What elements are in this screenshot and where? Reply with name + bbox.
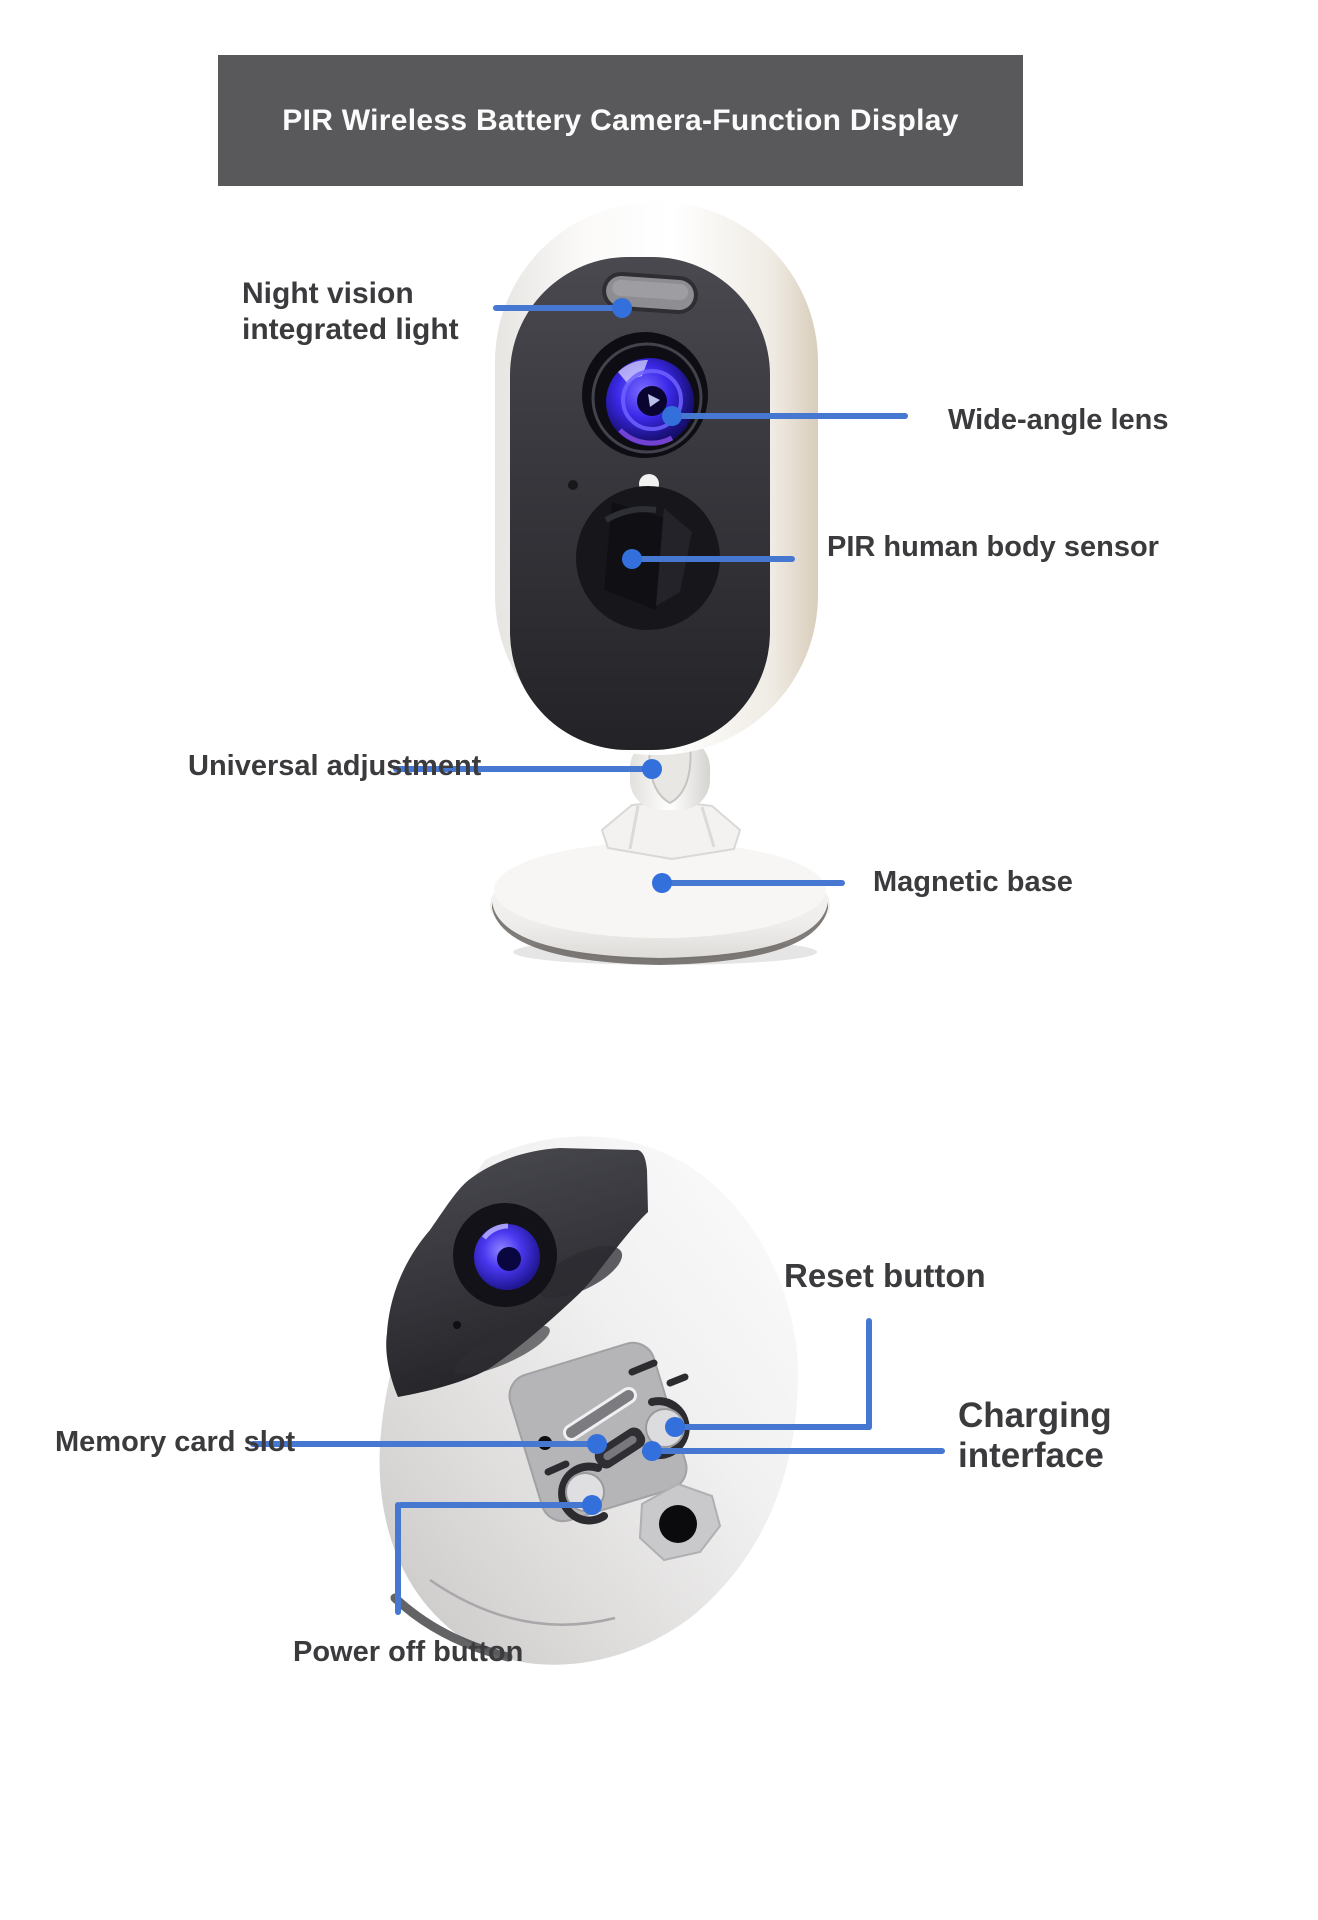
leader-dot-reset	[665, 1417, 685, 1437]
camera-bottom-photo	[379, 1136, 798, 1665]
leader-line-memory	[250, 1441, 597, 1447]
leader-line-night-vision	[493, 305, 623, 311]
leader-dot-memory	[587, 1434, 607, 1454]
label-pir-sensor: PIR human body sensor	[827, 531, 1159, 563]
leader-dot-wide-angle	[662, 406, 682, 426]
mount-collar	[601, 800, 741, 860]
label-universal-adjustment: Universal adjustment	[188, 750, 482, 782]
camera-front-photo	[490, 202, 830, 965]
leader-line-pir-sensor	[632, 556, 795, 562]
label-night-vision-line2: integrated light	[242, 313, 459, 346]
leader-line-magnetic	[660, 880, 845, 886]
leader-line-reset-vertical	[866, 1318, 872, 1430]
leader-line-power-vertical	[395, 1502, 401, 1615]
leader-line-universal	[393, 766, 655, 772]
label-power-off-button: Power off button	[293, 1636, 524, 1668]
title-banner: PIR Wireless Battery Camera-Function Dis…	[218, 55, 1023, 186]
bottom-edge-shadow	[390, 1593, 513, 1662]
wide-angle-lens	[582, 332, 708, 458]
leader-line-wide-angle	[672, 413, 908, 419]
leader-dot-pir-sensor	[622, 549, 642, 569]
banner-title: PIR Wireless Battery Camera-Function Dis…	[282, 103, 959, 137]
leader-dot-charging	[642, 1441, 662, 1461]
leader-line-power-horizontal	[398, 1502, 592, 1508]
label-memory-card-slot: Memory card slot	[55, 1426, 296, 1458]
memory-card-slot	[562, 1386, 638, 1442]
panel-tick-marks	[544, 1359, 689, 1476]
usb-charging-port	[594, 1427, 646, 1469]
label-magnetic-base: Magnetic base	[873, 866, 1073, 898]
leader-dot-universal	[642, 759, 662, 779]
universal-joint-stem	[630, 738, 710, 810]
label-charging-interface: Charging interface	[958, 1396, 1112, 1476]
screw-mount-hole	[638, 1482, 722, 1562]
label-night-vision-line1: Night vision	[242, 277, 414, 310]
leader-dot-night-vision	[612, 298, 632, 318]
label-charging-line1: Charging	[958, 1396, 1112, 1435]
body-seam	[429, 1578, 616, 1626]
leader-line-charging	[652, 1448, 945, 1454]
leader-line-reset-horizontal	[675, 1424, 872, 1430]
label-charging-line2: interface	[958, 1436, 1104, 1475]
mic-hole	[568, 480, 578, 490]
label-night-vision: Night vision integrated light	[242, 276, 459, 348]
label-reset-button: Reset button	[784, 1257, 986, 1294]
lens-bottom-view	[453, 1203, 557, 1307]
front-panel-band	[386, 1148, 648, 1397]
leader-dot-power	[582, 1495, 602, 1515]
label-wide-angle: Wide-angle lens	[948, 404, 1169, 436]
leader-dot-magnetic	[652, 873, 672, 893]
